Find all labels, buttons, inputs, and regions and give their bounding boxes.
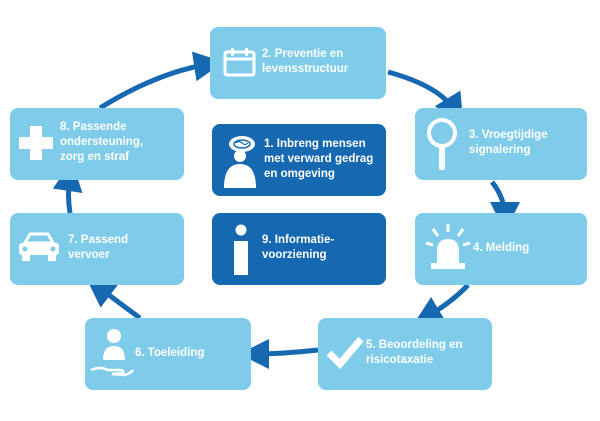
arrow-5-to-6 xyxy=(239,338,319,369)
arrow-6-to-7 xyxy=(85,277,142,321)
step-6-toeleiding: 6. Toeleiding xyxy=(85,318,251,390)
step-9-label: 9. Informatie- voorziening xyxy=(262,234,335,261)
step-1-label: 1. Inbreng mensen met verward gedrag en … xyxy=(264,138,374,180)
arrow-2-to-3 xyxy=(387,69,464,124)
step-5-beoordeling: 5. Beoordeling en risicotaxatie xyxy=(318,318,492,390)
step-2-label: 2. Preventie en levensstructuur xyxy=(262,48,349,75)
step-9-informatievoorziening: 9. Informatie- voorziening xyxy=(212,213,386,285)
checkmark-icon xyxy=(326,334,364,370)
step-7-label: 7. Passend vervoer xyxy=(68,234,129,261)
magnifier-icon xyxy=(425,116,461,174)
plus-cross-icon xyxy=(17,124,55,162)
car-icon xyxy=(16,231,62,263)
step-5-label: 5. Beoordeling en risicotaxatie xyxy=(366,339,463,366)
arrow-7-to-8 xyxy=(52,161,83,214)
step-4-melding: 4. Melding xyxy=(415,213,587,285)
step-4-label: 4. Melding xyxy=(473,242,530,254)
step-3-signalering: 3. Vroegtijdige signalering xyxy=(415,108,587,180)
info-icon xyxy=(230,224,252,276)
step-1-inbreng: 1. Inbreng mensen met verward gedrag en … xyxy=(212,124,386,196)
siren-icon xyxy=(425,223,471,273)
step-2-preventie: 2. Preventie en levensstructuur xyxy=(210,27,386,99)
step-8-label: 8. Passende ondersteuning, zorg en straf xyxy=(60,121,144,163)
step-6-label: 6. Toeleiding xyxy=(135,347,205,359)
person-with-badge-icon xyxy=(220,130,260,192)
step-7-vervoer: 7. Passend vervoer xyxy=(10,213,184,285)
arrow-8-to-2 xyxy=(98,51,224,111)
calendar-icon xyxy=(223,47,256,77)
step-3-label: 3. Vroegtijdige signalering xyxy=(469,129,548,156)
person-in-hand-icon xyxy=(90,326,134,384)
step-8-ondersteuning: 8. Passende ondersteuning, zorg en straf xyxy=(10,108,184,180)
arrow-4-to-5 xyxy=(412,283,470,326)
